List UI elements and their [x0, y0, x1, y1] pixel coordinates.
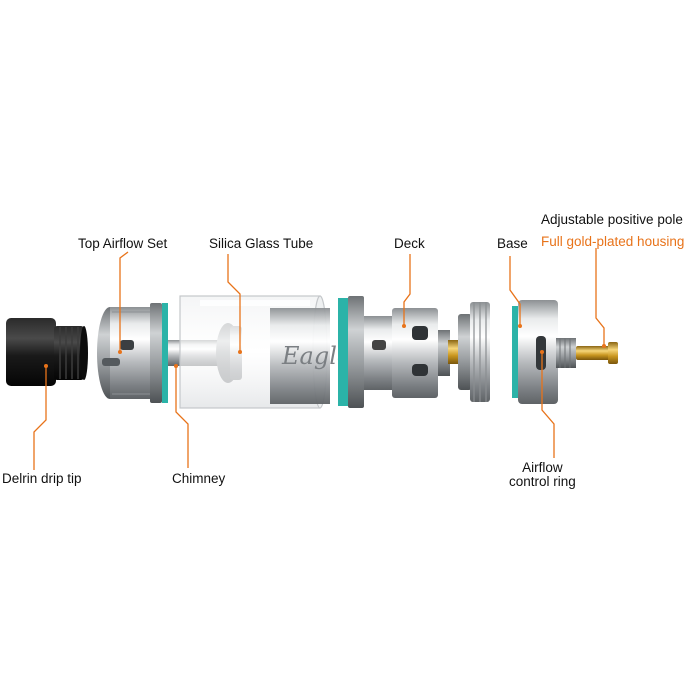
leader-top-airflow	[119, 251, 129, 352]
leader-glass-tube	[227, 254, 241, 352]
leader-dot-gold	[602, 344, 606, 348]
leader-dot-deck	[402, 324, 406, 328]
leader-airflow-ring	[541, 352, 555, 458]
delrin-drip-tip-part	[6, 318, 88, 386]
label-airflow-line2: control ring	[509, 474, 576, 489]
label-airflow-line1: Airflow	[522, 460, 563, 475]
label-adjustable-positive-pole: Adjustable positive pole	[541, 212, 683, 227]
leader-dot-glass	[238, 350, 242, 354]
label-full-gold-plated-housing: Full gold-plated housing	[541, 234, 685, 249]
label-top-airflow-set: Top Airflow Set	[78, 236, 168, 251]
positive-pole-part	[576, 342, 618, 364]
leader-dot-chimney	[174, 364, 178, 368]
deck-part	[338, 296, 462, 408]
leader-deck	[403, 254, 411, 326]
leader-dot-base	[518, 324, 522, 328]
leader-dot-airflow	[540, 350, 544, 354]
leader-chimney	[175, 366, 189, 468]
leader-dot-drip	[44, 364, 48, 368]
label-base: Base	[497, 236, 528, 251]
label-delrin-drip-tip: Delrin drip tip	[2, 471, 82, 486]
leader-dot-topair	[118, 350, 122, 354]
label-silica-glass-tube: Silica Glass Tube	[209, 236, 314, 251]
label-airflow-control-ring: Airflow control ring	[509, 461, 576, 489]
leader-gold-housing	[595, 248, 605, 346]
top-airflow-set-part	[97, 303, 168, 403]
leader-base	[509, 256, 521, 326]
label-deck: Deck	[394, 236, 425, 251]
leader-lines	[33, 248, 605, 470]
leader-drip-tip	[33, 366, 47, 470]
label-chimney: Chimney	[172, 471, 226, 486]
silica-glass-tube-part: Eagle	[179, 295, 351, 409]
base-part	[458, 300, 576, 404]
